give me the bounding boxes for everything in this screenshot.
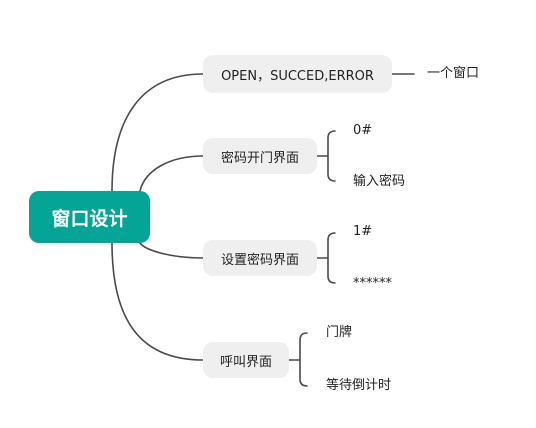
leaf-one-hash[interactable]: 1#	[353, 224, 373, 239]
leaf-zero-hash[interactable]: 0#	[353, 123, 373, 138]
leaf-one-window[interactable]: 一个窗口	[427, 66, 480, 81]
connector-branch-4-bracket	[288, 332, 308, 387]
connector-root-branch-2	[139, 155, 204, 192]
leaf-enter-password[interactable]: 输入密码	[353, 174, 406, 189]
branch-topic-set-password[interactable]: 设置密码界面	[203, 240, 317, 276]
leaf-masked-password[interactable]: ******	[353, 276, 392, 291]
connector-root-branch-1	[111, 73, 204, 192]
connector-branch-2-bracket	[316, 130, 336, 182]
connector-root-branch-3	[139, 242, 204, 259]
branch-topic-password-unlock[interactable]: 密码开门界面	[203, 138, 317, 174]
leaf-door-number[interactable]: 门牌	[326, 325, 353, 340]
branch-topic-call[interactable]: 呼叫界面	[203, 342, 289, 378]
connector-branch-3-bracket	[316, 232, 336, 284]
connector-root-branch-4	[111, 242, 204, 361]
branch-topic-open-succed-error[interactable]: OPEN，SUCCED,ERROR	[203, 55, 392, 93]
leaf-wait-countdown[interactable]: 等待倒计时	[326, 378, 392, 393]
root-topic[interactable]: 窗口设计	[29, 191, 150, 243]
